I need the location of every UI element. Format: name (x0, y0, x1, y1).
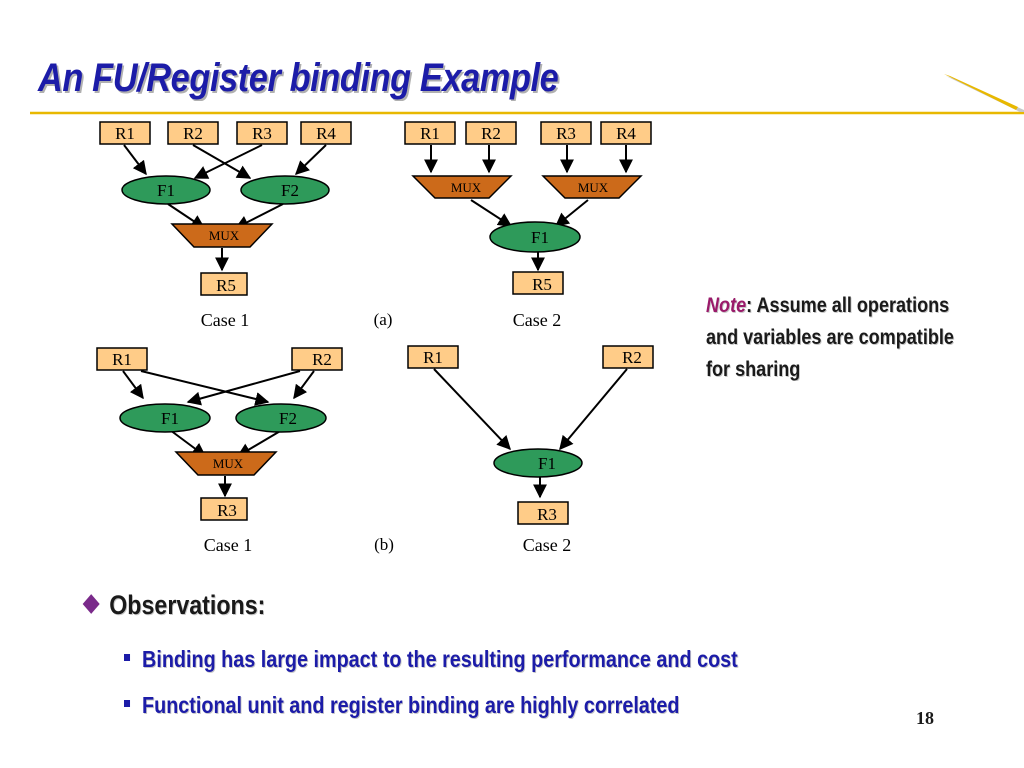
case-label: Case 2 (523, 535, 572, 555)
functional-unit-label: F2 (281, 181, 299, 200)
functional-unit-label: F2 (279, 409, 297, 428)
mux-label: MUX (209, 228, 240, 243)
functional-unit-label: F1 (538, 454, 556, 473)
register-label: R1 (420, 124, 440, 143)
register-box (600, 121, 652, 145)
case-label: Case 1 (201, 310, 250, 330)
register-box (404, 121, 456, 145)
register-label: R2 (481, 124, 501, 143)
register-label: R4 (316, 124, 336, 143)
corner-arrow-decoration (944, 74, 1024, 112)
register-box (236, 121, 288, 145)
register-label: R1 (115, 124, 135, 143)
observations-heading-text: Observations: (109, 590, 266, 620)
diagram-b-case2: R1 R2 F1 R3 Case 2 (407, 345, 654, 555)
note-label: Note (706, 294, 747, 317)
functional-unit-label: F1 (157, 181, 175, 200)
register-label: R1 (112, 350, 132, 369)
register-box (540, 121, 592, 145)
slide-title: An FU/Register binding Example (38, 56, 559, 100)
diamond-bullet-icon (82, 593, 100, 614)
register-label: R1 (423, 348, 443, 367)
register-label: R2 (312, 350, 332, 369)
register-box (602, 345, 654, 369)
mux-block (174, 451, 278, 476)
diagram-b-case1: R1 R2 F1 F2 MUX R3 Case 1 (96, 347, 343, 555)
register-box (200, 272, 248, 296)
part-label-a: (a) (374, 310, 393, 329)
observation-bullet-text: Functional unit and register binding are… (142, 692, 680, 718)
mux-label: MUX (213, 456, 244, 471)
register-box (99, 121, 151, 145)
register-label: R3 (217, 501, 237, 520)
mux-block (541, 175, 643, 199)
functional-unit-label: F1 (531, 228, 549, 247)
diagram-a-case1: R1 R2 R3 R4 F1 F2 MUX R5 Case 1 (99, 121, 352, 330)
diagram-a-case2: R1 R2 R3 R4 MUX MUX F1 R5 Case 2 (404, 121, 652, 330)
note-body: : Assume all operations and variables ar… (706, 294, 954, 381)
square-bullet-icon (124, 654, 131, 662)
square-bullet-icon (124, 700, 131, 708)
register-box (96, 347, 148, 371)
register-label: R5 (532, 275, 552, 294)
mux-block (170, 223, 274, 248)
case-label: Case 2 (513, 310, 562, 330)
mux-block (411, 175, 513, 199)
register-label: R5 (216, 276, 236, 295)
register-label: R3 (537, 505, 557, 524)
register-box (167, 121, 219, 145)
register-label: R3 (252, 124, 272, 143)
functional-unit-label: F1 (161, 409, 179, 428)
register-label: R2 (622, 348, 642, 367)
observation-bullet: Functional unit and register binding are… (124, 692, 679, 719)
register-box (300, 121, 352, 145)
part-label-b: (b) (374, 535, 394, 554)
functional-unit (121, 175, 211, 205)
functional-unit (235, 403, 327, 433)
functional-unit (240, 175, 330, 205)
register-box (465, 121, 517, 145)
register-label: R2 (183, 124, 203, 143)
register-label: R4 (616, 124, 636, 143)
note-text: Note: Assume all operations and variable… (706, 290, 964, 386)
functional-unit (493, 448, 583, 478)
register-box (517, 501, 569, 525)
functional-unit (489, 221, 581, 253)
register-label: R3 (556, 124, 576, 143)
register-box (407, 345, 459, 369)
observation-bullet-text: Binding has large impact to the resultin… (142, 646, 738, 672)
register-box (200, 497, 248, 521)
case-label: Case 1 (204, 535, 253, 555)
functional-unit (119, 403, 211, 433)
register-box (291, 347, 343, 371)
observations-heading: Observations: (80, 590, 265, 621)
observation-bullet: Binding has large impact to the resultin… (124, 646, 738, 673)
page-number: 18 (916, 708, 934, 728)
mux-label: MUX (578, 180, 609, 195)
register-box (512, 271, 564, 295)
mux-label: MUX (451, 180, 482, 195)
